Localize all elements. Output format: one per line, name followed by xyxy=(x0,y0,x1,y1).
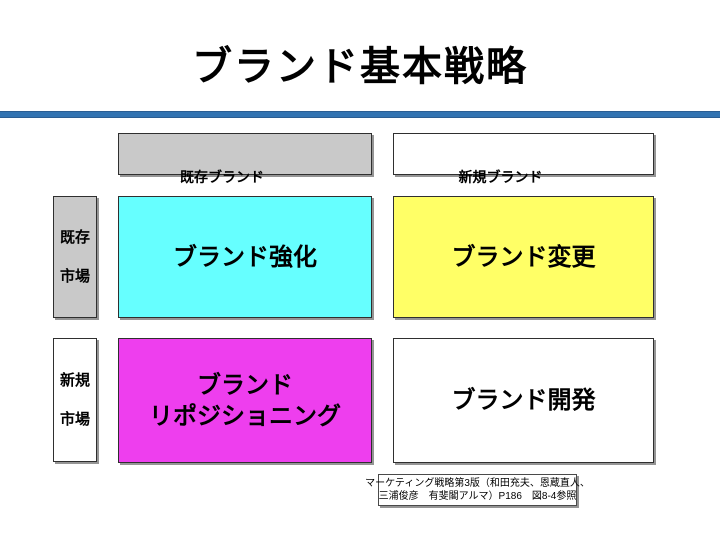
cell-label: ブランド変更 xyxy=(451,243,596,271)
title-divider-line xyxy=(0,111,720,118)
cell-label: ブランド開発 xyxy=(451,387,596,414)
citation-line: 三浦俊彦 有斐閣アルマ）P186 図8-4参照 xyxy=(378,491,577,502)
row-header-existing-market: 既存 市場 xyxy=(53,196,97,318)
row-header-label-line: 新規 xyxy=(59,371,90,389)
row-header-label-line: 市場 xyxy=(59,267,90,285)
cell-label-line: リポジショニング xyxy=(149,402,341,430)
cell-label-line: ブランド xyxy=(197,371,293,399)
matrix-cell-brand-change: ブランド変更 xyxy=(393,196,654,318)
slide-title: ブランド基本戦略 xyxy=(192,45,528,89)
column-header-box-existing-brand xyxy=(118,133,372,175)
cell-label: ブランド強化 xyxy=(173,243,317,271)
column-header-box-new-brand xyxy=(393,133,654,175)
citation-line: マーケティング戦略第3版（和田充夫、恩蔵直人、 xyxy=(365,478,590,489)
row-header-label-line: 既存 xyxy=(59,228,90,246)
matrix-cell-brand-repositioning: ブランド リポジショニング xyxy=(118,338,372,463)
row-header-new-market: 新規 市場 xyxy=(53,338,97,462)
column-header-label-new-brand: 新規ブランド xyxy=(458,169,543,185)
matrix-cell-brand-reinforcement: ブランド強化 xyxy=(118,196,372,318)
matrix-cell-brand-development: ブランド開発 xyxy=(393,338,654,463)
column-header-label-existing-brand: 既存ブランド xyxy=(180,169,264,185)
row-header-label-line: 市場 xyxy=(59,410,90,428)
citation-box: マーケティング戦略第3版（和田充夫、恩蔵直人、 三浦俊彦 有斐閣アルマ）P186… xyxy=(365,474,590,506)
